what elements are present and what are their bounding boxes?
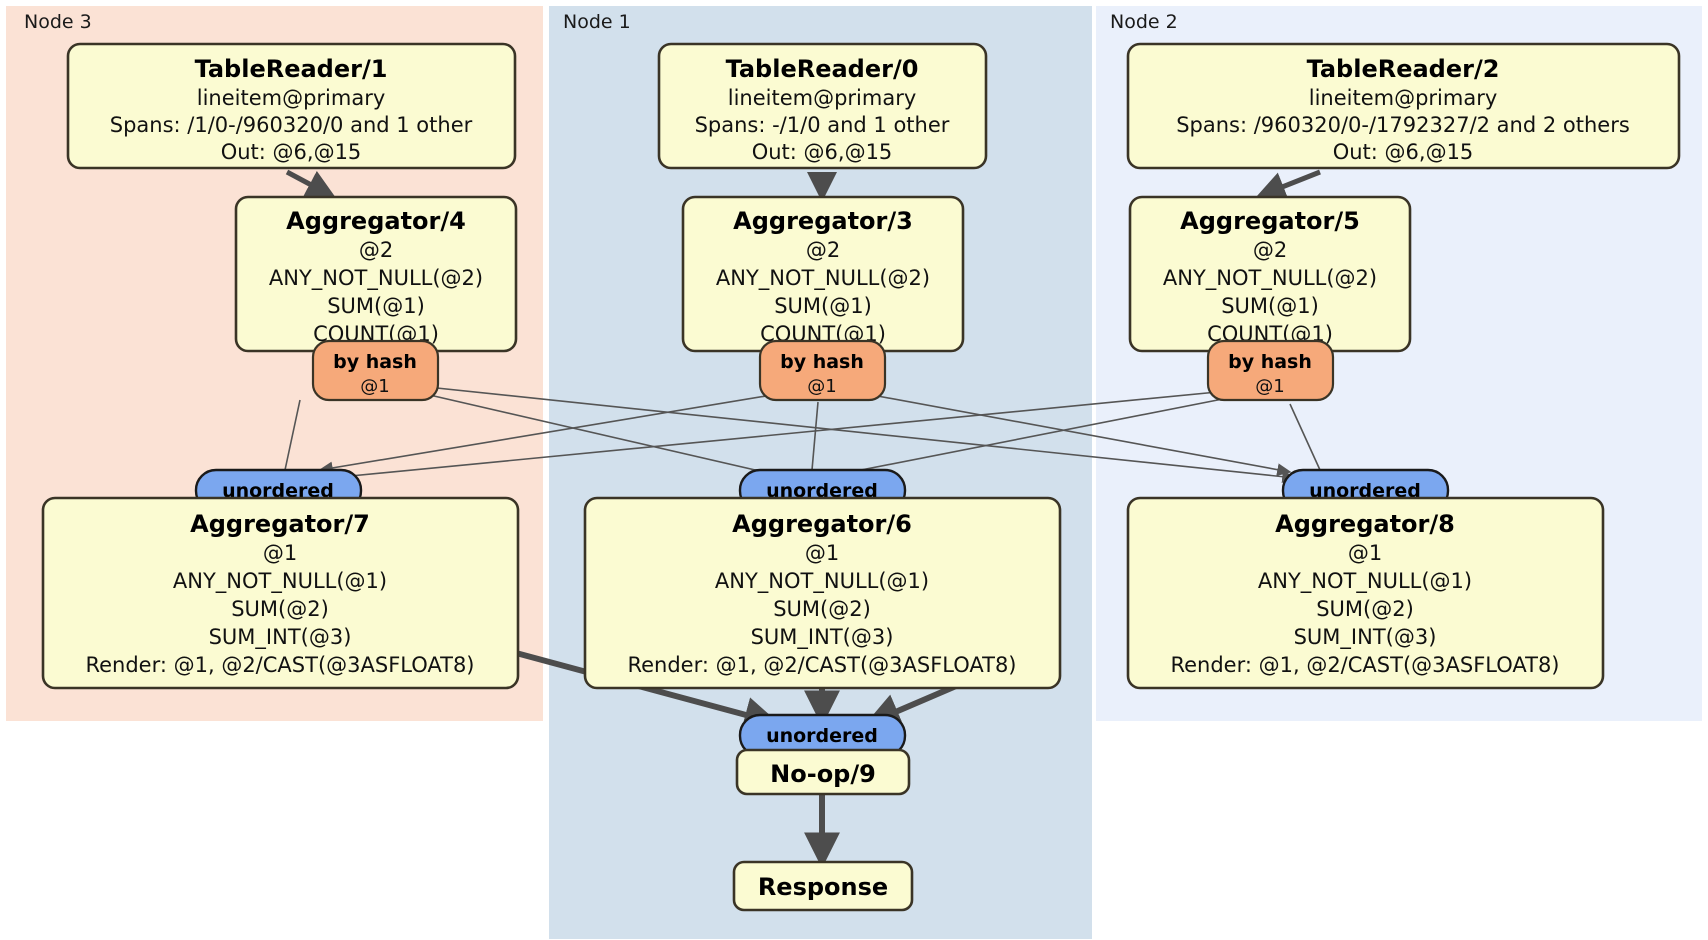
tablereader1-line-1: Spans: /1/0-/960320/0 and 1 other xyxy=(110,113,473,137)
aggregator5-title: Aggregator/5 xyxy=(1180,207,1360,235)
aggregator7-line-1: ANY_NOT_NULL(@1) xyxy=(173,569,387,594)
aggregator8-title: Aggregator/8 xyxy=(1275,510,1455,538)
tablereader2-line-2: Out: @6,@15 xyxy=(1333,140,1474,164)
node-tablereader0[interactable]: TableReader/0 lineitem@primary Spans: -/… xyxy=(657,42,988,170)
hash-right-sub: @1 xyxy=(1255,376,1284,397)
router-unordered-final[interactable]: unordered xyxy=(738,713,907,758)
aggregator3-line-0: @2 xyxy=(806,238,840,262)
edge-hashleft-to-unordered-right xyxy=(407,384,1297,484)
hash-left-title: by hash xyxy=(333,351,417,373)
aggregator3-line-1: ANY_NOT_NULL(@2) xyxy=(716,266,930,291)
edge-hashmid-to-unordered-left xyxy=(318,391,791,475)
tablereader2-title: TableReader/2 xyxy=(1307,55,1500,83)
hash-right-title: by hash xyxy=(1228,351,1312,373)
aggregator8-line-1: ANY_NOT_NULL(@1) xyxy=(1258,569,1472,594)
node-tablereader1[interactable]: TableReader/1 lineitem@primary Spans: /1… xyxy=(66,42,517,170)
tablereader1-title: TableReader/1 xyxy=(195,55,388,83)
router-hash-left[interactable]: by hash @1 xyxy=(311,339,440,402)
node-tablereader2[interactable]: TableReader/2 lineitem@primary Spans: /9… xyxy=(1126,42,1681,170)
aggregator3-line-2: SUM(@1) xyxy=(774,294,872,318)
node-aggregator6[interactable]: Aggregator/6 @1 ANY_NOT_NULL(@1) SUM(@2)… xyxy=(583,496,1062,690)
router-hash-right[interactable]: by hash @1 xyxy=(1206,339,1335,402)
aggregator4-line-2: SUM(@1) xyxy=(327,294,425,318)
tablereader0-line-1: Spans: -/1/0 and 1 other xyxy=(695,113,950,137)
response-title: Response xyxy=(758,873,888,901)
router-hash-mid[interactable]: by hash @1 xyxy=(758,339,887,402)
edge-hashmid-to-unordered-mid xyxy=(811,401,819,471)
node-aggregator8[interactable]: Aggregator/8 @1 ANY_NOT_NULL(@1) SUM(@2)… xyxy=(1126,496,1605,690)
node-response[interactable]: Response xyxy=(732,860,914,912)
unordered-mid-label: unordered xyxy=(766,480,878,502)
aggregator4-title: Aggregator/4 xyxy=(286,207,466,235)
unordered-right-label: unordered xyxy=(1309,480,1421,502)
hash-mid-sub: @1 xyxy=(807,376,836,397)
panel-node3-label: Node 3 xyxy=(24,11,92,33)
tablereader2-line-1: Spans: /960320/0-/1792327/2 and 2 others xyxy=(1176,113,1630,137)
edge-hashright-to-unordered-mid xyxy=(798,395,1239,486)
node-noop9[interactable]: No-op/9 xyxy=(735,748,911,796)
aggregator7-line-2: SUM(@2) xyxy=(231,597,329,621)
aggregator7-line-3: SUM_INT(@3) xyxy=(209,625,352,650)
aggregator8-line-2: SUM(@2) xyxy=(1316,597,1414,621)
edge-hashmid-to-unordered-right xyxy=(855,391,1292,476)
aggregator4-line-1: ANY_NOT_NULL(@2) xyxy=(269,266,483,291)
aggregator7-line-4: Render: @1, @2/CAST(@3ASFLOAT8) xyxy=(85,653,474,677)
aggregator8-line-0: @1 xyxy=(1348,541,1382,565)
tablereader1-line-2: Out: @6,@15 xyxy=(221,140,362,164)
tablereader0-line-0: lineitem@primary xyxy=(728,86,917,110)
aggregator5-line-1: ANY_NOT_NULL(@2) xyxy=(1163,266,1377,291)
edge-tablereader1-to-aggregator4 xyxy=(285,169,337,199)
hash-left-sub: @1 xyxy=(360,376,389,397)
edge-tablereader2-to-aggregator5 xyxy=(1255,169,1321,201)
panel-node1-label: Node 1 xyxy=(563,11,631,33)
hash-mid-title: by hash xyxy=(780,351,864,373)
tablereader0-title: TableReader/0 xyxy=(726,55,919,83)
node-aggregator7[interactable]: Aggregator/7 @1 ANY_NOT_NULL(@1) SUM(@2)… xyxy=(41,496,520,690)
tablereader2-line-0: lineitem@primary xyxy=(1309,86,1498,110)
tablereader0-line-2: Out: @6,@15 xyxy=(752,140,893,164)
aggregator8-line-4: Render: @1, @2/CAST(@3ASFLOAT8) xyxy=(1170,653,1559,677)
aggregator6-line-4: Render: @1, @2/CAST(@3ASFLOAT8) xyxy=(627,653,1016,677)
panel-node2-label: Node 2 xyxy=(1110,11,1178,33)
aggregator6-line-2: SUM(@2) xyxy=(773,597,871,621)
tablereader1-line-0: lineitem@primary xyxy=(197,86,386,110)
aggregator4-line-0: @2 xyxy=(359,238,393,262)
edge-hashright-to-unordered-right xyxy=(1289,403,1321,471)
aggregator6-line-1: ANY_NOT_NULL(@1) xyxy=(715,569,929,594)
node-aggregator5[interactable]: Aggregator/5 @2 ANY_NOT_NULL(@2) SUM(@1)… xyxy=(1128,195,1412,353)
aggregator7-line-0: @1 xyxy=(263,541,297,565)
unordered-final-label: unordered xyxy=(766,725,878,747)
aggregator3-title: Aggregator/3 xyxy=(733,207,913,235)
unordered-left-label: unordered xyxy=(222,480,334,502)
edge-hashleft-to-unordered-mid xyxy=(407,389,792,482)
edge-hashright-to-unordered-left xyxy=(328,389,1239,484)
aggregator6-line-0: @1 xyxy=(805,541,839,565)
node-aggregator3[interactable]: Aggregator/3 @2 ANY_NOT_NULL(@2) SUM(@1)… xyxy=(681,195,965,353)
aggregator5-line-2: SUM(@1) xyxy=(1221,294,1319,318)
aggregator5-line-0: @2 xyxy=(1253,238,1287,262)
aggregator8-line-3: SUM_INT(@3) xyxy=(1294,625,1437,650)
edge-hashleft-to-unordered-left xyxy=(284,399,301,471)
aggregator6-title: Aggregator/6 xyxy=(732,510,912,538)
noop9-title: No-op/9 xyxy=(770,760,876,788)
aggregator6-line-3: SUM_INT(@3) xyxy=(751,625,894,650)
aggregator7-title: Aggregator/7 xyxy=(190,510,370,538)
node-aggregator4[interactable]: Aggregator/4 @2 ANY_NOT_NULL(@2) SUM(@1)… xyxy=(234,195,518,353)
